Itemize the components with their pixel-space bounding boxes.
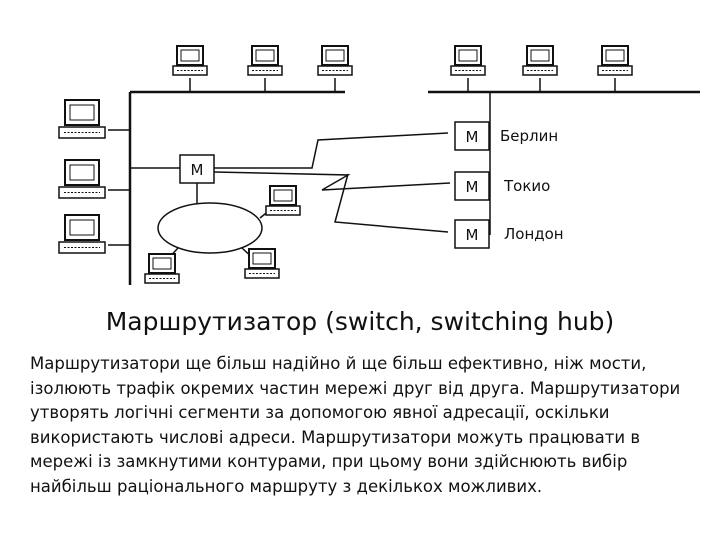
top-right-bus <box>428 78 700 94</box>
router-berlin: M Берлин <box>454 121 558 151</box>
slide-title: Маршрутизатор (switch, switching hub) <box>105 307 615 336</box>
ring-network <box>157 202 263 254</box>
top-left-bus <box>130 78 345 94</box>
workstation-icon <box>450 45 486 76</box>
wan-link <box>213 171 451 191</box>
city-label: Лондон <box>504 225 564 243</box>
svg-text:M: M <box>466 178 479 196</box>
city-label: Токио <box>503 177 550 195</box>
svg-text:M: M <box>191 161 204 179</box>
router-tokyo: M Токио <box>454 171 550 201</box>
slide-paragraph: Маршрутизатори ще більш надійно й ще біл… <box>30 354 681 496</box>
router-box: M <box>179 154 215 184</box>
city-label: Берлин <box>500 127 558 145</box>
workstation-icon <box>247 45 283 76</box>
workstation-icon <box>144 253 180 284</box>
workstation-icon <box>172 45 208 76</box>
router-london: M Лондон <box>454 219 564 249</box>
svg-text:M: M <box>466 226 479 244</box>
workstation-icon <box>244 248 280 279</box>
workstation-icon <box>58 159 106 199</box>
workstation-icon <box>522 45 558 76</box>
workstation-icon <box>597 45 633 76</box>
network-diagram: M M Берлин M Токио M Лондон <box>58 45 700 285</box>
workstation-icon <box>58 99 106 139</box>
wan-link <box>334 173 449 233</box>
wan-link <box>214 132 449 169</box>
workstation-icon <box>265 185 301 216</box>
workstation-icon <box>317 45 353 76</box>
svg-text:M: M <box>466 128 479 146</box>
workstation-icon <box>58 214 106 254</box>
